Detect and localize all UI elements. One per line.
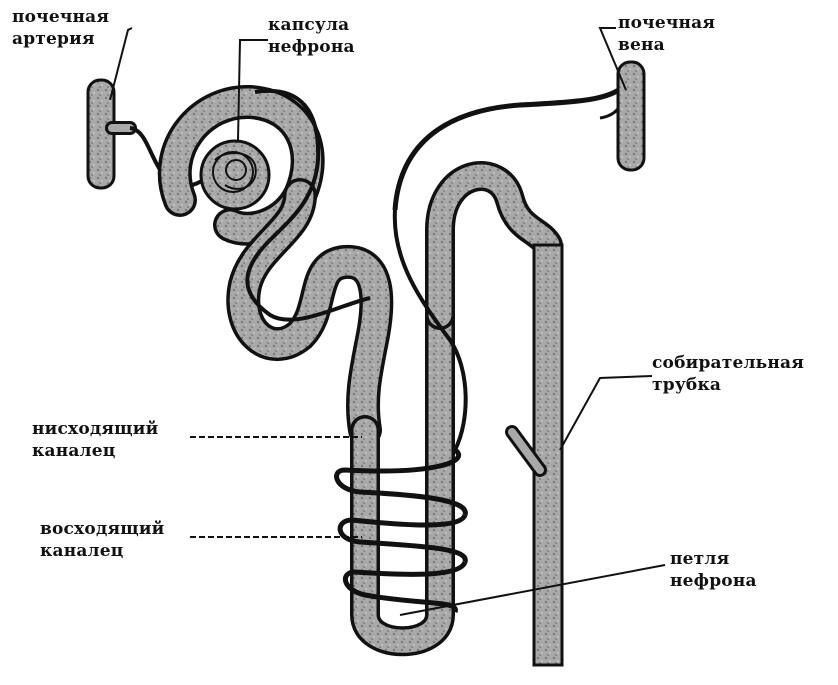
loop-of-henle: [350, 300, 455, 657]
leader-collecting-duct: [559, 375, 653, 451]
label-descending-tubule-line1: нисходящий: [32, 419, 159, 439]
peritubular-vessel: [245, 88, 371, 322]
label-nephron-capsule: капсула нефрона: [268, 14, 355, 58]
leader-renal-vein: [598, 27, 627, 91]
leader-renal-artery: [109, 27, 133, 101]
label-nephron-loop-line1: петля: [670, 549, 730, 569]
vasa-recta-coils: [334, 447, 468, 613]
label-ascending-tubule-line2: каналец: [40, 541, 124, 561]
label-renal-vein-line1: почечная: [618, 13, 716, 33]
label-renal-artery: почечная артерия: [12, 6, 109, 50]
label-collecting-duct-line2: трубка: [652, 375, 722, 395]
label-nephron-capsule-line1: капсула: [268, 15, 350, 35]
efferent-to-vein: [392, 83, 627, 211]
renal-artery: [86, 78, 137, 190]
label-collecting-duct-line1: собирательная: [652, 353, 805, 373]
leader-nephron-loop: [399, 564, 666, 616]
label-nephron-loop: петля нефрона: [670, 548, 757, 592]
collecting-duct-tube: [505, 243, 564, 667]
label-renal-vein: почечная вена: [618, 12, 715, 56]
proximal-tubule: [226, 178, 394, 447]
label-nephron-capsule-line2: нефрона: [268, 37, 355, 57]
leader-nephron-capsule: [237, 39, 268, 141]
label-descending-tubule-line2: каналец: [32, 441, 116, 461]
leader-lines: [109, 27, 666, 616]
label-renal-artery-line2: артерия: [12, 29, 95, 49]
label-collecting-duct: собирательная трубка: [652, 352, 804, 396]
label-ascending-tubule-line1: восходящий: [40, 519, 165, 539]
distal-tubule: [425, 161, 563, 330]
label-renal-artery-line1: почечная: [12, 7, 110, 27]
label-renal-vein-line2: вена: [618, 35, 665, 55]
vessel-down-loop: [392, 209, 468, 451]
label-ascending-tubule: восходящий каналец: [40, 518, 164, 562]
label-descending-tubule: нисходящий каналец: [32, 418, 158, 462]
label-nephron-loop-line2: нефрона: [670, 571, 757, 591]
